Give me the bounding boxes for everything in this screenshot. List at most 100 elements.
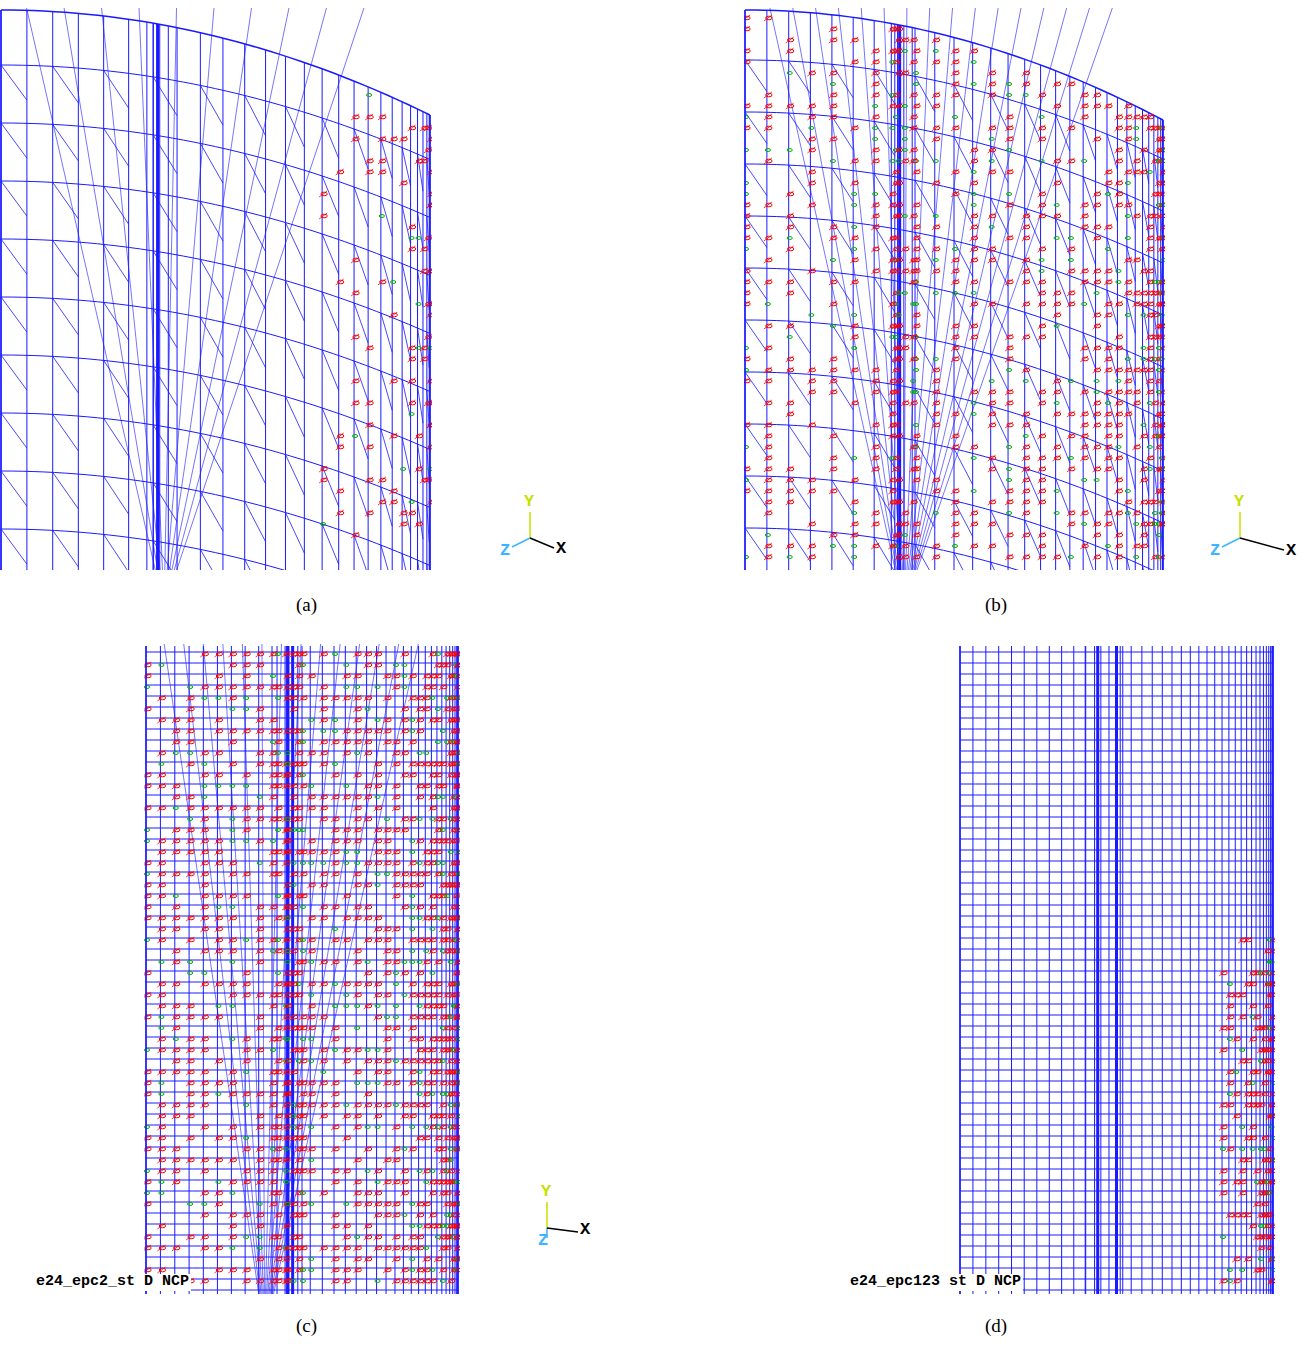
constraint-marker xyxy=(888,202,896,208)
constraint-marker xyxy=(1104,345,1112,351)
constraint-marker xyxy=(829,103,837,109)
constraint-marker xyxy=(1038,543,1046,549)
mesh-ring xyxy=(745,320,1163,419)
constraint-marker xyxy=(1006,468,1011,471)
constraint-marker xyxy=(1155,378,1163,384)
constraint-marker xyxy=(909,37,917,43)
constraint-marker xyxy=(1159,400,1165,406)
mesh-line xyxy=(354,419,368,459)
mesh-line xyxy=(53,124,79,160)
mesh-line xyxy=(874,173,895,207)
constraint-marker xyxy=(951,70,959,76)
constraint-marker xyxy=(1104,455,1112,461)
constraint-marker xyxy=(873,127,878,130)
constraint-marker xyxy=(970,235,978,241)
constraint-marker xyxy=(1124,125,1132,131)
mesh-line xyxy=(1024,59,1025,570)
mesh-line xyxy=(381,255,392,294)
constraint-marker xyxy=(1053,103,1061,109)
constraint-marker xyxy=(389,499,397,505)
constraint-marker xyxy=(807,169,815,175)
constraint-marker xyxy=(1093,202,1101,208)
constraint-marker xyxy=(1159,290,1165,296)
constraint-marker xyxy=(1116,446,1121,449)
constraint-marker xyxy=(951,279,959,285)
constraint-marker xyxy=(807,103,815,109)
constraint-marker xyxy=(786,356,794,362)
constraint-marker xyxy=(1093,444,1101,450)
mesh-line xyxy=(1,471,27,506)
mesh-line xyxy=(427,158,429,194)
constraint-marker xyxy=(336,510,344,516)
constraint-marker xyxy=(1116,380,1121,383)
constraint-marker xyxy=(988,422,996,428)
mesh-line xyxy=(745,372,767,403)
constraint-marker xyxy=(807,367,815,373)
mesh-line xyxy=(1,529,27,564)
constraint-marker xyxy=(1038,389,1046,395)
constraint-marker xyxy=(1159,521,1165,527)
constraint-marker xyxy=(1134,127,1139,130)
constraint-marker xyxy=(1104,422,1112,428)
constraint-marker xyxy=(807,422,815,428)
mesh-line xyxy=(832,168,853,202)
constraint-marker xyxy=(932,59,940,65)
constraint-marker xyxy=(1093,191,1101,197)
constraint-marker xyxy=(932,378,940,384)
constraint-marker xyxy=(1124,389,1132,395)
constraint-marker xyxy=(1159,345,1165,351)
constraint-marker xyxy=(888,400,896,406)
constraint-marker xyxy=(932,103,940,109)
constraint-marker xyxy=(764,103,772,109)
mesh-line xyxy=(381,197,392,236)
mesh-line xyxy=(164,8,331,570)
mesh-line xyxy=(164,8,177,570)
mesh-line xyxy=(354,81,355,570)
constraint-marker xyxy=(971,457,976,460)
constraint-marker xyxy=(901,521,909,527)
constraint-marker xyxy=(807,147,815,153)
constraint-marker xyxy=(1022,411,1030,417)
mesh-line xyxy=(954,449,973,485)
constraint-marker xyxy=(1005,136,1013,142)
constraint-marker xyxy=(1152,512,1157,515)
constraint-marker xyxy=(764,422,772,428)
constraint-marker xyxy=(1080,279,1088,285)
mesh-line xyxy=(1,239,27,274)
constraint-marker xyxy=(351,334,359,340)
mesh-line xyxy=(200,143,223,183)
constraint-marker xyxy=(895,323,903,329)
constraint-marker xyxy=(1005,345,1013,351)
constraint-marker xyxy=(764,367,772,373)
mesh-line xyxy=(61,8,164,570)
constraint-marker xyxy=(1022,532,1030,538)
constraint-marker xyxy=(988,92,996,98)
constraint-marker xyxy=(336,488,344,494)
mesh-line xyxy=(904,8,1119,570)
mesh-line xyxy=(53,356,79,392)
constraint-marker xyxy=(336,444,344,450)
constraint-marker xyxy=(1104,224,1112,230)
constraint-marker xyxy=(988,400,996,406)
mesh-line xyxy=(322,350,339,390)
mesh-ring xyxy=(1,297,430,392)
constraint-marker xyxy=(391,281,396,284)
constraint-marker xyxy=(933,215,938,218)
constraint-marker xyxy=(1114,488,1122,494)
constraint-marker xyxy=(1132,301,1140,307)
constraint-marker xyxy=(365,477,373,483)
mesh-line xyxy=(789,373,811,406)
constraint-marker xyxy=(764,202,772,208)
constraint-marker xyxy=(895,554,903,560)
constraint-marker xyxy=(1151,213,1159,219)
constraint-marker xyxy=(807,521,815,527)
constraint-marker xyxy=(1080,510,1088,516)
constraint-marker xyxy=(1093,367,1101,373)
mesh-line xyxy=(354,361,368,401)
mesh-line xyxy=(789,217,811,250)
constraint-marker xyxy=(871,444,879,450)
constraint-marker xyxy=(1053,444,1061,450)
mesh-line xyxy=(1025,312,1041,348)
constraint-marker xyxy=(1038,334,1046,340)
constraint-marker xyxy=(1039,270,1044,273)
